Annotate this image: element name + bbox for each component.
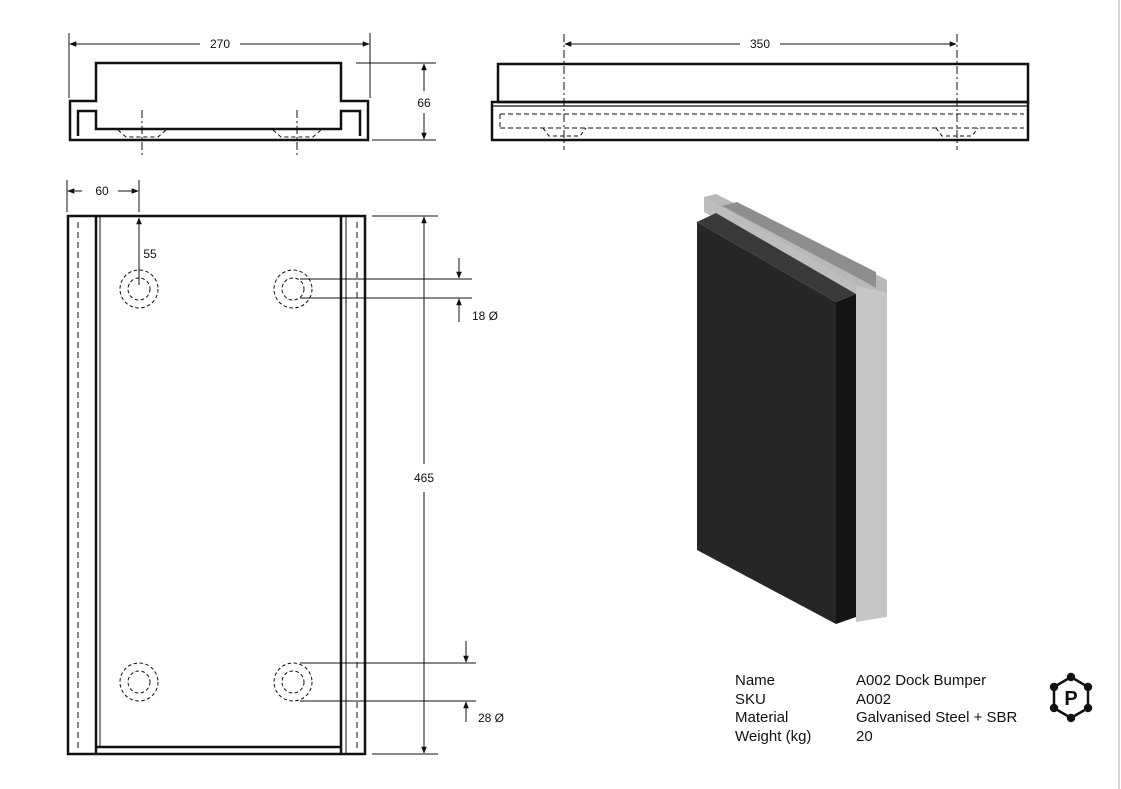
rubber-block-front [697,222,836,624]
bolt-hole-bottom-right [273,662,313,702]
logo-letter: P [1064,688,1077,710]
spec-label-weight: Weight (kg) [735,727,812,745]
spec-value-material: Galvanised Steel + SBR [856,709,1018,726]
isometric-render [697,194,887,624]
spec-value-weight: 20 [856,727,873,745]
bolt-hole-top-right [273,269,313,309]
spec-value-name: A002 Dock Bumper [856,672,987,689]
spec-label-sku: SKU [735,690,766,708]
bolt-hole-bottom-left [119,662,159,702]
small-hole-diameter-label: 18 Ø [472,309,498,323]
spec-row-sku: SKU A002 [735,691,1017,710]
spec-value-sku: A002 [856,690,892,708]
rubber-block-side [836,294,856,624]
logo-node-top-right [1083,682,1093,692]
steel-channel-groove [722,202,876,288]
side-view [490,34,1030,150]
plan-length-label: 465 [414,471,434,485]
front-height-label: 66 [417,96,431,110]
spec-row-weight: Weight (kg) 20 [735,728,1017,747]
brand-logo: P [1049,672,1093,723]
spec-row-name: Name A002 Dock Bumper [735,672,1017,691]
side-view-rubber-block [496,62,1030,104]
side-length-label: 350 [750,37,770,51]
front-view [68,33,436,156]
bolt-hole-top-left [119,269,159,309]
plan-hole-offset-label: 55 [143,247,157,261]
front-width-label: 270 [210,37,230,51]
logo-node-bottom-right [1083,703,1093,713]
logo-node-top-left [1049,682,1059,692]
rubber-block-top [697,213,856,302]
steel-plate-face [856,286,887,622]
page-edge-divider [1118,0,1120,789]
spec-label-material: Material [735,709,789,726]
spec-label-name: Name [735,672,776,689]
side-view-hidden-bolt-left [542,127,587,137]
side-view-hidden-channel [499,113,1024,129]
plan-view [66,180,476,756]
front-view-outline [68,61,370,142]
logo-node-top [1066,672,1076,682]
spec-table: Name A002 Dock Bumper SKU A002 Material … [735,672,1017,746]
large-hole-diameter-label: 28 Ø [478,711,504,725]
plan-view-outline [66,214,367,756]
spec-row-material: Material Galvanised Steel + SBR [735,709,1017,728]
logo-node-bottom [1066,713,1076,723]
side-view-steel-base [490,100,1030,142]
logo-node-bottom-left [1049,703,1059,713]
plan-edge-offset-label: 60 [95,184,109,198]
front-view-channel [76,109,362,136]
